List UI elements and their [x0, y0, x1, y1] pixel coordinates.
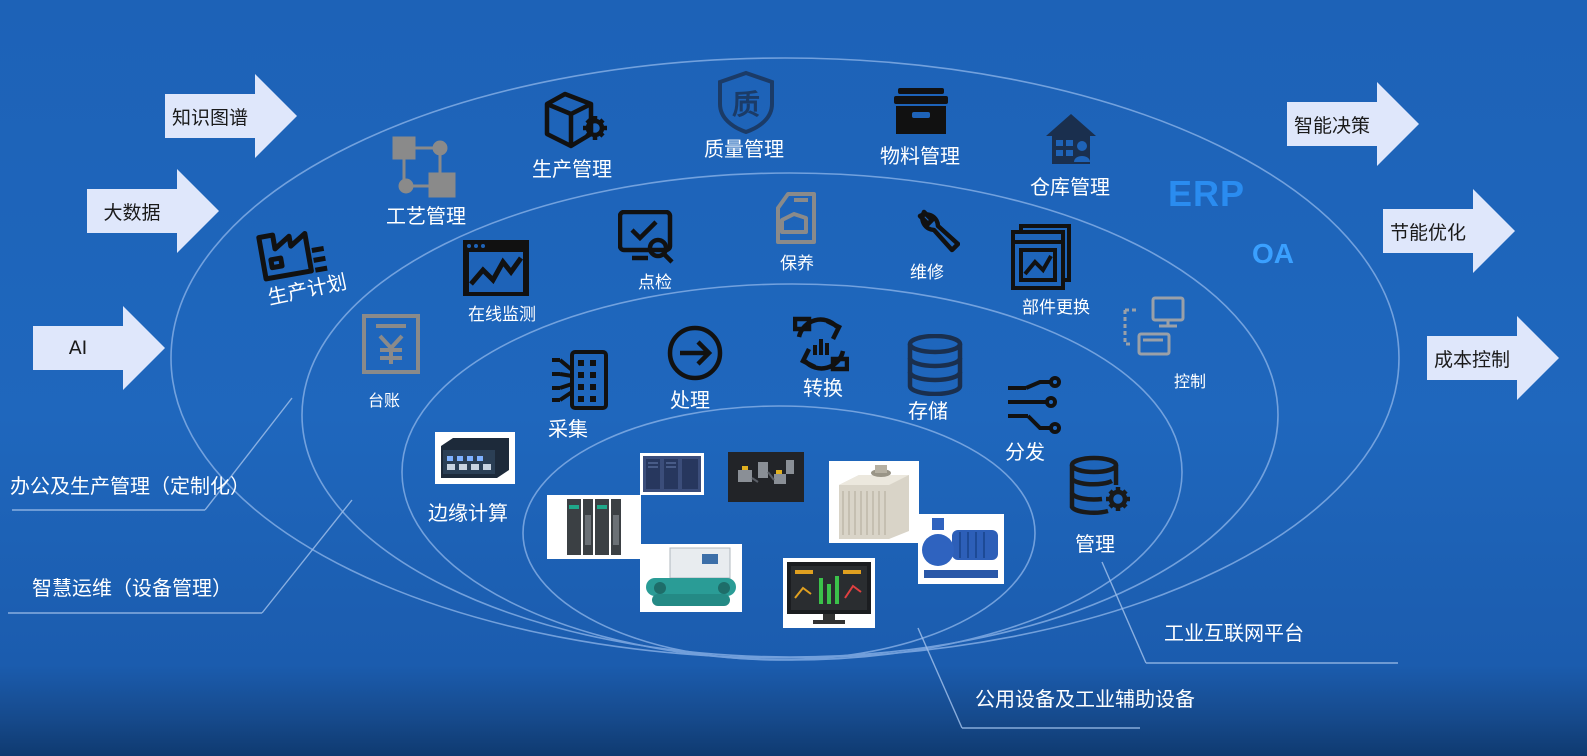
label-process-mgmt: 工艺管理	[386, 204, 466, 228]
label-storage: 存储	[908, 399, 948, 423]
ring-outer	[170, 57, 1400, 659]
label-convert: 转换	[803, 376, 843, 400]
label-part-replace: 部件更换	[1022, 298, 1090, 318]
database-gear-icon	[1069, 455, 1130, 515]
arrow-head	[1377, 82, 1419, 166]
equipment-photo-icon	[728, 452, 804, 502]
arrow-head	[123, 306, 165, 390]
ring-inner	[522, 405, 1036, 661]
arrow-circle-icon	[667, 325, 723, 381]
wrench-icon	[917, 209, 960, 253]
label-control: 控制	[1174, 372, 1207, 391]
computer-control-icon	[1123, 296, 1185, 356]
callout-office-production: 办公及生产管理（定制化）	[10, 474, 250, 498]
label-upkeep: 保养	[780, 254, 814, 274]
leader-maint-diag	[261, 499, 353, 614]
factory-icon	[256, 230, 328, 282]
equipment-photo-icon	[640, 453, 704, 495]
equipment-photo-icon	[783, 558, 875, 628]
ledger-icon	[362, 314, 420, 374]
edge-gateway-icon	[435, 432, 515, 484]
label-ledger: 台账	[368, 391, 401, 410]
system-oa: OA	[1252, 238, 1294, 269]
warehouse-icon	[1046, 114, 1096, 164]
leader-office-diag	[204, 397, 293, 511]
label-quality-mgmt: 质量管理	[704, 137, 784, 161]
arrow-big-data: 大数据	[87, 169, 219, 253]
label-warehouse-mgmt: 仓库管理	[1030, 175, 1110, 199]
archive-box-icon	[894, 88, 948, 134]
database-icon	[907, 334, 963, 396]
arrow-smart-decision: 智能决策	[1287, 82, 1419, 166]
arrow-cost-control: 成本控制	[1427, 316, 1559, 400]
equipment-photo-icon	[547, 495, 641, 559]
callout-public-equipment: 公用设备及工业辅助设备	[975, 687, 1195, 711]
label-production-mgmt: 生产管理	[532, 157, 612, 181]
label-repair: 维修	[910, 263, 944, 283]
arrow-head	[255, 74, 297, 158]
arrow-energy-opt: 节能优化	[1383, 189, 1515, 273]
ring-second	[301, 172, 1279, 658]
collect-grid-icon	[552, 350, 608, 410]
leader-equip-diag	[917, 627, 963, 729]
arrow-label: 节能优化	[1383, 209, 1473, 253]
callout-smart-maintenance: 智慧运维（设备管理）	[32, 576, 232, 600]
label-collect: 采集	[548, 417, 588, 441]
equipment-photo-icon	[640, 544, 742, 612]
convert-icon	[793, 316, 849, 372]
arrow-head	[1517, 316, 1559, 400]
equipment-photo-icon	[829, 461, 919, 543]
arrow-ai: AI	[33, 306, 165, 390]
arrow-knowledge-graph: 知识图谱	[165, 74, 297, 158]
box-gear-icon	[544, 91, 607, 149]
arrow-label: 知识图谱	[165, 94, 255, 138]
arrow-label: AI	[33, 326, 123, 370]
system-erp: ERP	[1168, 173, 1246, 214]
callout-industrial-platform: 工业互联网平台	[1164, 621, 1304, 645]
arrow-head	[177, 169, 219, 253]
label-inspection: 点检	[638, 273, 672, 293]
label-edge-computing: 边缘计算	[428, 501, 508, 525]
oil-can-icon	[776, 192, 816, 244]
distribute-icon	[1008, 376, 1061, 434]
svg-text:质: 质	[732, 88, 760, 121]
leader-platform-diag	[1101, 561, 1147, 664]
arrow-label: 智能决策	[1287, 102, 1377, 146]
label-distribute: 分发	[1005, 440, 1045, 464]
arrow-head	[1473, 189, 1515, 273]
equipment-photo-icon	[918, 514, 1004, 584]
label-process: 处理	[670, 388, 710, 412]
parts-window-icon	[1011, 224, 1071, 290]
arrow-label: 成本控制	[1427, 336, 1517, 380]
label-manage: 管理	[1075, 532, 1115, 556]
label-material-mgmt: 物料管理	[880, 144, 960, 168]
arrow-label: 大数据	[87, 189, 177, 233]
label-online-monitor: 在线监测	[468, 305, 536, 325]
flowchart-icon	[392, 136, 456, 198]
quality-shield-icon: 质	[718, 70, 774, 134]
monitor-chart-icon	[463, 240, 529, 296]
inspection-icon	[618, 210, 674, 264]
